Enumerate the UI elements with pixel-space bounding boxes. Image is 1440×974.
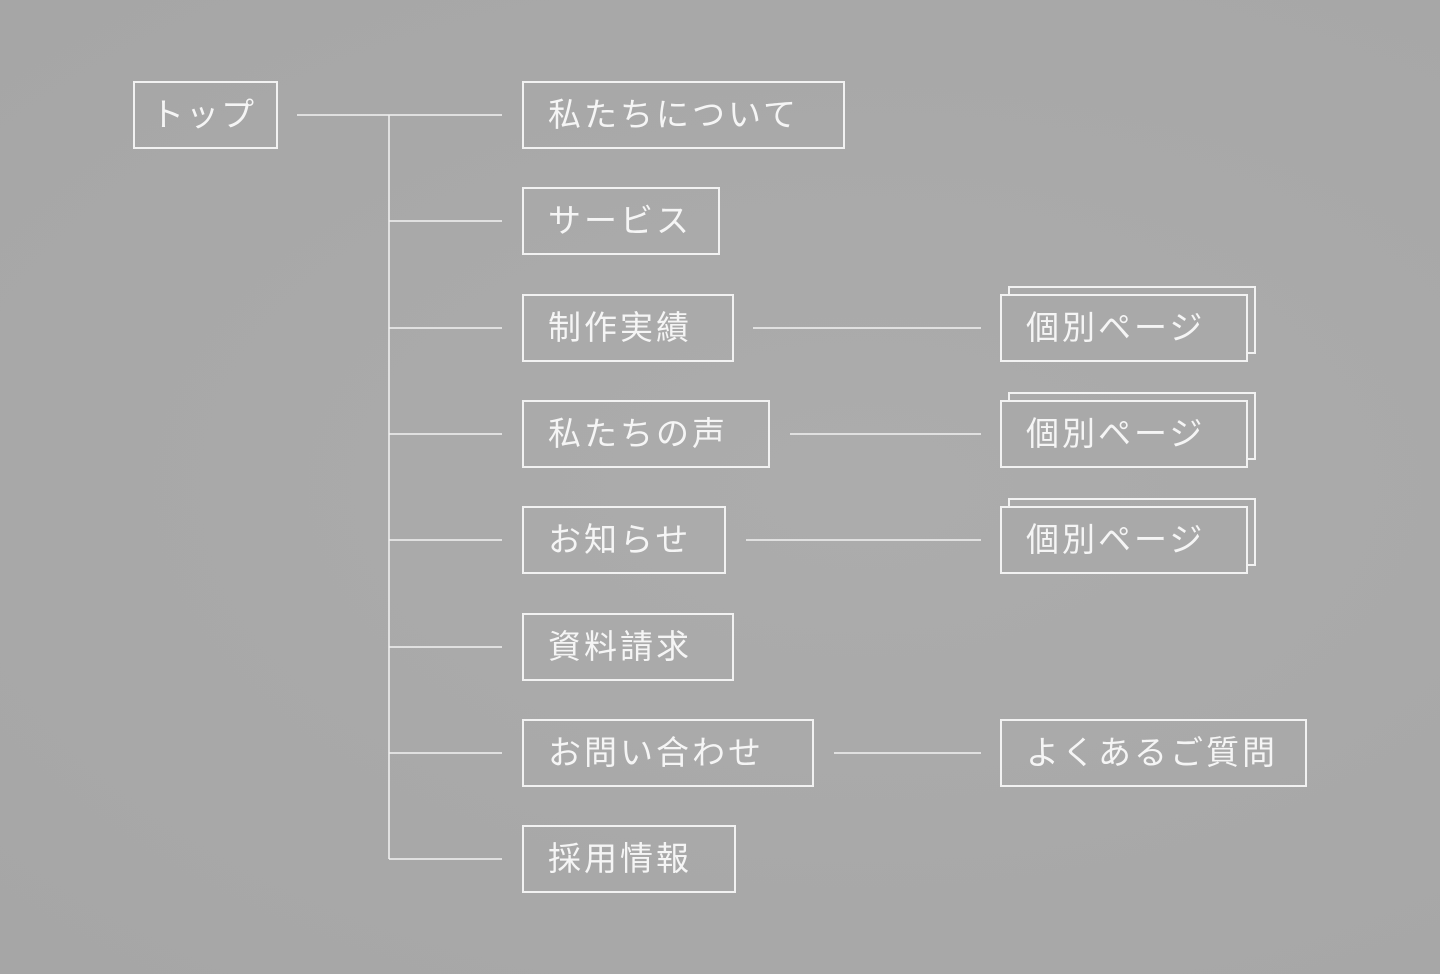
node-request-materials[interactable]: 資料請求 [522, 613, 734, 681]
node-works-detail[interactable]: 個別ページ [1000, 294, 1248, 362]
node-contact[interactable]: お問い合わせ [522, 719, 814, 787]
node-news[interactable]: お知らせ [522, 506, 726, 574]
node-news-detail[interactable]: 個別ページ [1000, 506, 1248, 574]
node-faq[interactable]: よくあるご質問 [1000, 719, 1307, 787]
node-top[interactable]: トップ [133, 81, 278, 149]
node-works[interactable]: 制作実績 [522, 294, 734, 362]
node-voices[interactable]: 私たちの声 [522, 400, 770, 468]
node-recruit[interactable]: 採用情報 [522, 825, 736, 893]
node-about-us[interactable]: 私たちについて [522, 81, 845, 149]
node-voices-detail[interactable]: 個別ページ [1000, 400, 1248, 468]
node-services[interactable]: サービス [522, 187, 720, 255]
